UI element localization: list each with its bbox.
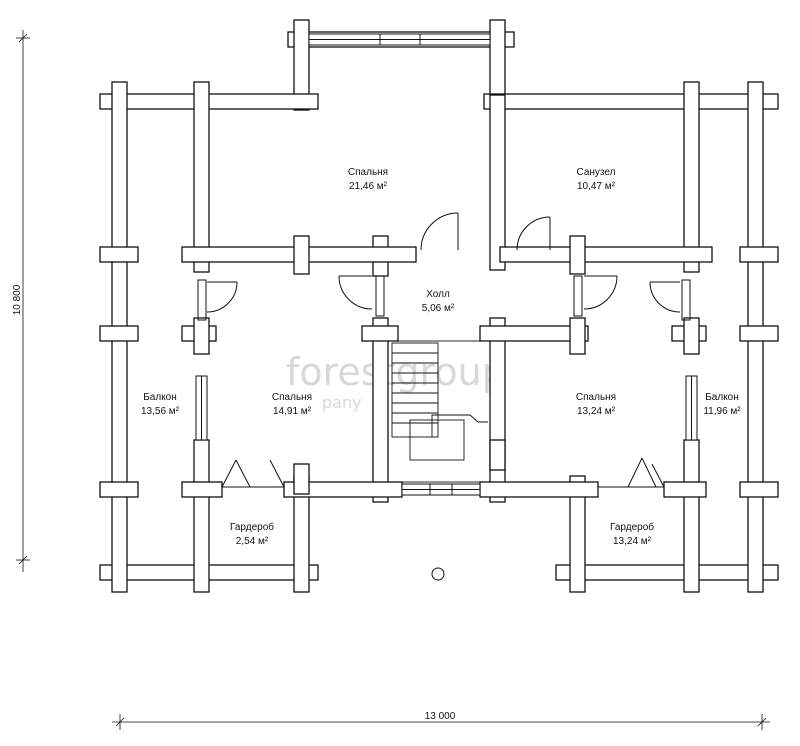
wall-hall-low-right [479, 325, 589, 342]
room-bedroom-top: Спальня 21,46 м² [348, 167, 388, 192]
wall-bay-left [293, 19, 310, 111]
window-bottom [401, 483, 481, 496]
room-area: 13,24 м² [613, 536, 652, 547]
room-name: Спальня [272, 392, 312, 403]
stub-v-3 [569, 317, 586, 355]
stub-v-6 [683, 317, 700, 355]
room-name: Гардероб [610, 521, 654, 533]
dimension-height-label: 10 800 [12, 284, 23, 315]
stair-flight [391, 342, 439, 438]
stub-v-5 [293, 463, 310, 495]
room-area: 11,96 м² [703, 406, 741, 417]
stub-bl-2 [99, 325, 139, 342]
room-hall: Холл 5,06 м² [422, 289, 455, 314]
door-left-bedroom [338, 275, 385, 317]
watermark-brand: forestgroup [286, 350, 506, 394]
room-labels: Спальня 21,46 м² Санузел 10,47 м² Холл 5… [141, 167, 741, 547]
stub-br-2 [739, 325, 779, 342]
room-bedroom-right: Спальня 13,24 м² [576, 392, 616, 417]
wall-stair-right [489, 317, 506, 503]
doors [197, 212, 691, 488]
wall-inner-left-bottom [193, 439, 210, 593]
room-area: 5,06 м² [422, 303, 455, 314]
door-wardrobe-right [598, 457, 665, 488]
stub-bl-1 [99, 246, 139, 263]
door-right-balcony [649, 279, 691, 321]
room-area: 13,24 м² [577, 406, 616, 417]
wall-wardrobe-right [569, 475, 586, 593]
room-name: Балкон [143, 392, 177, 403]
wall-lower-right-mid [479, 481, 599, 498]
dimension-width [112, 714, 770, 730]
door-wardrobe-left [221, 459, 285, 488]
room-name: Спальня [348, 167, 388, 178]
watermark: forestgroup pany [286, 350, 506, 412]
window-top [308, 33, 491, 46]
watermark-sub: pany [322, 393, 362, 412]
wall-inner-left-top [193, 81, 210, 273]
stair-frame [387, 340, 491, 483]
wall-center [489, 94, 506, 271]
room-area: 13,56 м² [141, 406, 180, 417]
door-bathroom [516, 216, 551, 251]
room-area: 10,47 м² [577, 181, 616, 192]
wall-stair-left [372, 317, 389, 503]
window-right-balcony [685, 375, 698, 441]
stair-landing [409, 419, 465, 461]
wall-lower-right [663, 481, 707, 498]
room-name: Санузел [577, 167, 616, 178]
room-wardrobe-left: Гардероб 2,54 м² [230, 521, 274, 547]
door-top-bedroom [420, 212, 459, 251]
wall-mid-right [499, 246, 713, 263]
dimension-height [16, 30, 30, 572]
room-name: Балкон [705, 392, 739, 403]
door-right-bedroom [573, 275, 618, 317]
stub-bl-3 [99, 481, 139, 498]
room-balcony-left: Балкон 13,56 м² [141, 392, 180, 417]
stub-v-7 [193, 317, 210, 355]
stub-v-2 [569, 235, 586, 275]
wall-top-right [483, 93, 779, 110]
room-area: 21,46 м² [349, 181, 388, 192]
room-balcony-right: Балкон 11,96 м² [703, 392, 741, 417]
windows [195, 33, 698, 496]
room-area: 14,91 м² [273, 406, 312, 417]
wall-inner-right-bottom [683, 439, 700, 593]
wall-bottom-right [555, 564, 779, 581]
room-area: 2,54 м² [236, 536, 269, 547]
stub-br-1 [739, 246, 779, 263]
column-marker [431, 567, 445, 581]
dimension-width-label: 13 000 [425, 711, 456, 722]
staircase [387, 340, 491, 483]
wall-lower-left [181, 481, 223, 498]
room-name: Холл [426, 289, 450, 300]
stub-v-4 [489, 439, 506, 471]
room-name: Спальня [576, 392, 616, 403]
room-bedroom-left: Спальня 14,91 м² [272, 392, 312, 417]
stub-br-3 [739, 481, 779, 498]
room-wardrobe-right: Гардероб 13,24 м² [610, 521, 654, 547]
room-name: Гардероб [230, 521, 274, 533]
wall-hall-low-center [361, 325, 399, 342]
room-bathroom: Санузел 10,47 м² [577, 167, 616, 192]
wall-inner-right-top [683, 81, 700, 273]
window-left-balcony [195, 375, 208, 441]
stub-v-1 [293, 235, 310, 275]
door-left-balcony [197, 279, 238, 321]
stair-arrow [431, 414, 488, 437]
